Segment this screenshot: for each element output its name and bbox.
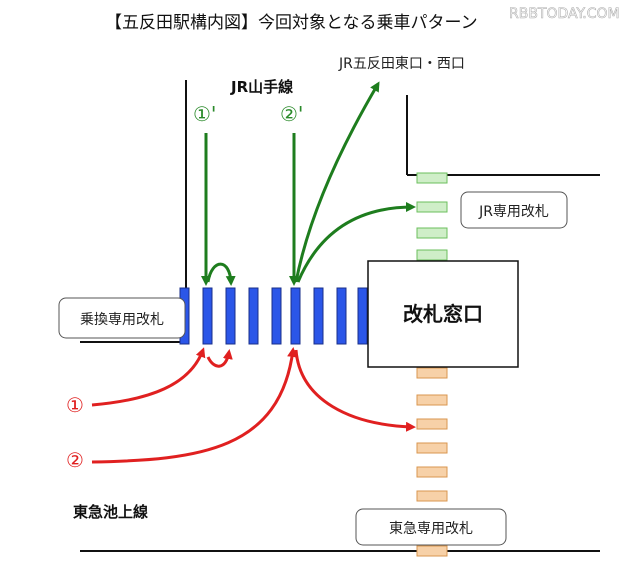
transfer-gates — [179, 287, 368, 345]
green-arrow-to-jr-gate — [296, 202, 416, 283]
watermark: RBBTODAY.COM — [509, 6, 620, 22]
jr-yamanote-label: JR山手線 — [230, 78, 293, 96]
green-arrows — [201, 81, 416, 286]
red-arrow-1-hop — [206, 349, 233, 368]
tokyu-gates — [416, 367, 448, 557]
tokyu-gate-callout — [355, 508, 507, 546]
gate-bar — [225, 287, 236, 345]
transfer-gate-label: 乗換専用改札 — [80, 312, 164, 328]
transfer-gate-callout — [58, 297, 186, 339]
red-arrows — [91, 347, 416, 464]
jr-gate-bar — [416, 249, 448, 261]
ticket-office-label: 改札窓口 — [403, 302, 483, 326]
green-arrow-to-exit — [294, 81, 380, 283]
gate-bar — [313, 287, 324, 345]
gate-bar — [357, 287, 368, 345]
tokyu-gate-bar — [416, 418, 448, 430]
route-marker-green-2: ②' — [280, 102, 303, 126]
red-arrow-2 — [91, 347, 298, 464]
route-marker-green-1: ①' — [193, 102, 216, 126]
jr-gates — [416, 172, 448, 261]
red-arrow-1 — [91, 347, 206, 407]
gate-bar — [290, 287, 301, 345]
tokyu-gate-bar — [416, 490, 448, 502]
tokyu-gate-bar — [416, 466, 448, 478]
gate-bar — [336, 287, 347, 345]
tokyu-gate-bar — [416, 545, 448, 557]
tokyu-gate-bar — [416, 367, 448, 379]
jr-exit-label: JR五反田東口・西口 — [338, 56, 465, 72]
route-marker-red-1: ① — [66, 393, 84, 417]
diagram-title: 【五反田駅構内図】今回対象となる乗車パターン — [105, 13, 478, 33]
gate-bar — [202, 287, 213, 345]
jr-gate-bar — [416, 227, 448, 239]
tokyu-gate-bar — [416, 442, 448, 454]
jr-gate-bar — [416, 172, 448, 184]
jr-gate-label: JR専用改札 — [478, 204, 549, 220]
gate-bar — [248, 287, 259, 345]
route-marker-red-2: ② — [66, 448, 84, 472]
tokyu-gate-bar — [416, 394, 448, 406]
jr-gate-callout — [460, 191, 568, 229]
red-arrow-to-tokyu-gate — [294, 349, 416, 432]
gate-bar — [271, 287, 282, 345]
green-arrow-1-hop — [206, 262, 236, 286]
tokyu-gate-label: 東急専用改札 — [389, 521, 473, 537]
ticket-office-box — [367, 260, 519, 368]
tokyu-line-label: 東急池上線 — [73, 503, 148, 521]
jr-gate-bar — [416, 201, 448, 213]
